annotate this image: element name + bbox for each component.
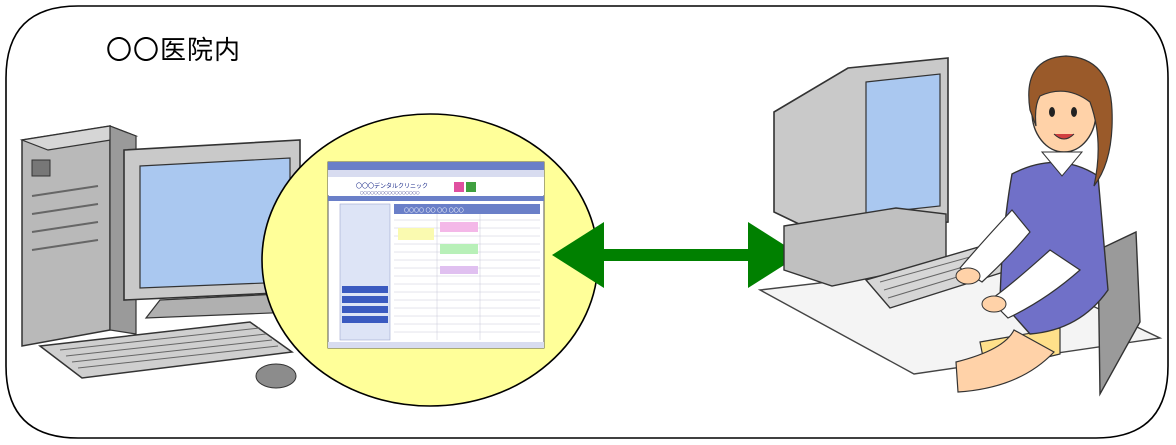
screen-subtitle: 〇〇〇〇〇〇〇〇〇〇〇〇〇〇〇〇〇: [360, 190, 420, 195]
location-label: 〇〇医院内: [106, 36, 242, 66]
desktop-computer-icon: [19, 125, 301, 389]
screen-date-bar: 〇〇〇〇 〇〇 〇〇 〇〇〇: [404, 208, 464, 214]
clinic-boundary: [5, 5, 1169, 439]
scheduler-screen-thumbnail: [327, 161, 545, 349]
double-arrow-icon: [552, 222, 800, 288]
screen-clinic-name: 〇〇〇デンタルクリニック: [356, 182, 428, 190]
receptionist-icon: [757, 55, 1163, 397]
